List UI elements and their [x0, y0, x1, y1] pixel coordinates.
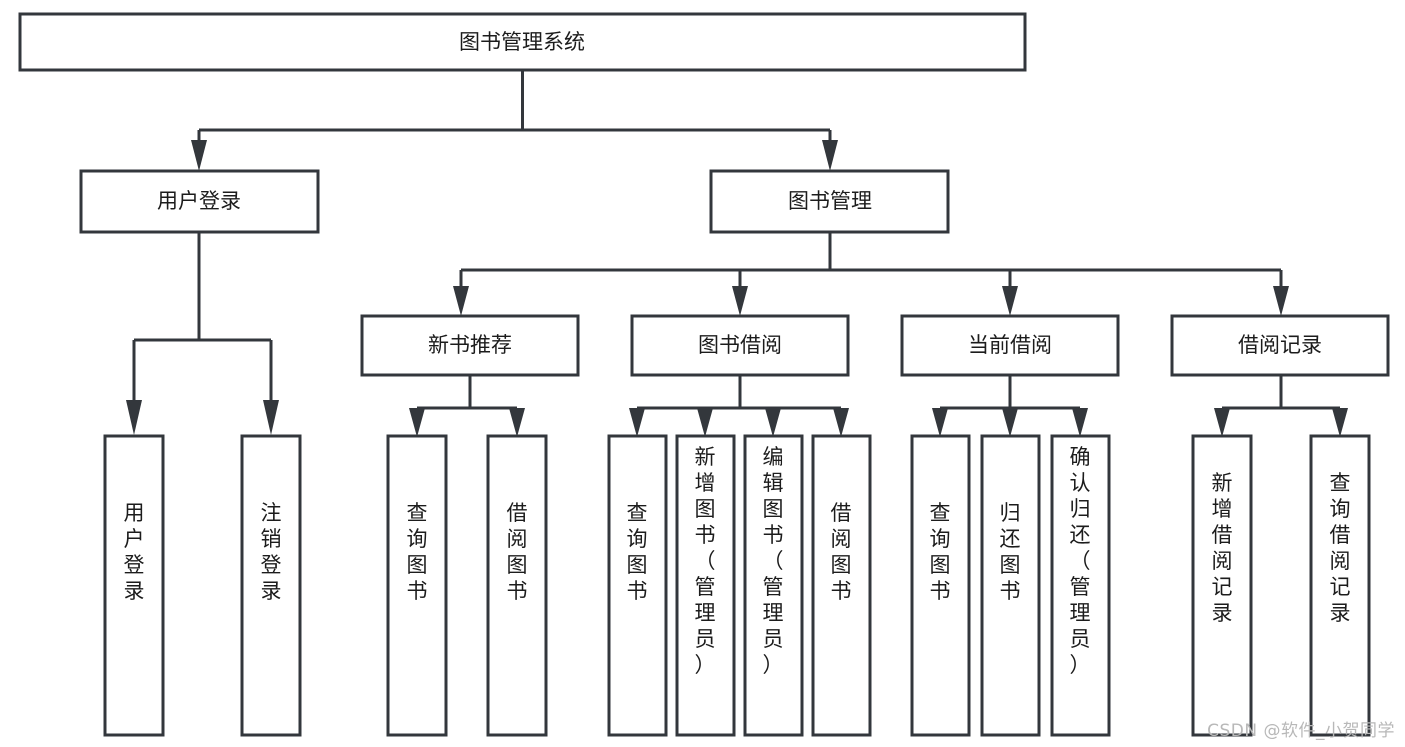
node-leaf-query-book-3-box[interactable]	[910, 434, 971, 737]
arrow-head-icon	[629, 408, 645, 437]
node-leaf-logout[interactable]: 注销登录	[240, 434, 302, 737]
node-leaf-borrow-book-2-box[interactable]	[811, 434, 872, 737]
node-leaf-query-record[interactable]: 查询借阅记录	[1309, 434, 1371, 737]
node-borrow-record[interactable]: 借阅记录	[1170, 314, 1390, 377]
node-leaf-return-book[interactable]: 归还图书	[980, 434, 1041, 737]
node-leaf-edit-book[interactable]: 编辑图书（管理员）	[743, 434, 804, 737]
node-leaf-return-book-label: 归还图书	[1000, 501, 1021, 603]
node-book-manage[interactable]: 图书管理	[709, 169, 950, 234]
node-leaf-edit-book-label: 编辑图书（管理员）	[763, 445, 784, 677]
node-leaf-query-book-3-label: 查询图书	[930, 501, 951, 603]
arrow-head-icon	[697, 408, 713, 437]
node-leaf-query-record-label: 查询借阅记录	[1330, 471, 1351, 625]
arrow-head-icon	[833, 408, 849, 437]
node-current-borrow-box[interactable]	[900, 314, 1120, 377]
node-borrow-record-box[interactable]	[1170, 314, 1390, 377]
node-new-book-rec-box[interactable]	[360, 314, 580, 377]
node-book-borrow-box[interactable]	[630, 314, 850, 377]
arrow-head-icon	[409, 408, 425, 437]
arrow-head-icon	[822, 140, 838, 171]
connector-group-new-book-rec	[409, 375, 525, 437]
node-book-manage-box[interactable]	[709, 169, 950, 234]
node-leaf-query-book-1[interactable]: 查询图书	[386, 434, 448, 737]
node-leaf-query-book-3[interactable]: 查询图书	[910, 434, 971, 737]
node-leaf-confirm-return-label: 确认归还（管理员）	[1070, 445, 1091, 677]
arrow-head-icon	[1002, 286, 1018, 316]
node-user-login-box[interactable]	[79, 169, 320, 234]
arrow-head-icon	[126, 400, 142, 435]
node-leaf-return-book-box[interactable]	[980, 434, 1041, 737]
node-leaf-borrow-book-1[interactable]: 借阅图书	[486, 434, 548, 737]
node-book-borrow-label: 图书借阅	[698, 333, 782, 357]
node-leaf-logout-label: 注销登录	[261, 501, 282, 603]
node-leaf-user-login[interactable]: 用户登录	[103, 434, 165, 737]
node-user-login[interactable]: 用户登录	[79, 169, 320, 234]
node-leaf-borrow-book-2[interactable]: 借阅图书	[811, 434, 872, 737]
connector-group-root	[191, 70, 838, 171]
arrow-head-icon	[453, 286, 469, 316]
node-borrow-record-label: 借阅记录	[1238, 333, 1322, 357]
node-leaf-borrow-book-1-box[interactable]	[486, 434, 548, 737]
node-leaf-query-record-box[interactable]	[1309, 434, 1371, 737]
arrow-head-icon	[263, 400, 279, 435]
node-root-label: 图书管理系统	[459, 30, 585, 54]
connector-group-book-manage	[453, 232, 1289, 316]
arrow-head-icon	[1002, 408, 1018, 437]
node-leaf-add-book-box[interactable]	[675, 434, 736, 737]
node-leaf-user-login-label: 用户登录	[124, 501, 145, 603]
connector-group-borrow-record	[1214, 375, 1348, 437]
node-current-borrow-label: 当前借阅	[968, 333, 1052, 357]
connector-group-user-login	[126, 232, 279, 435]
node-current-borrow[interactable]: 当前借阅	[900, 314, 1120, 377]
node-leaf-add-book-label: 新增图书（管理员）	[695, 445, 716, 677]
node-root-box[interactable]	[18, 12, 1027, 72]
node-book-manage-label: 图书管理	[788, 189, 872, 213]
node-root[interactable]: 图书管理系统	[18, 12, 1027, 72]
node-leaf-add-record-label: 新增借阅记录	[1212, 471, 1233, 625]
node-leaf-add-record-box[interactable]	[1191, 434, 1253, 737]
node-new-book-rec[interactable]: 新书推荐	[360, 314, 580, 377]
node-book-borrow[interactable]: 图书借阅	[630, 314, 850, 377]
node-leaf-add-book[interactable]: 新增图书（管理员）	[675, 434, 736, 737]
arrow-head-icon	[191, 140, 207, 171]
node-leaf-borrow-book-2-label: 借阅图书	[831, 501, 852, 603]
arrow-head-icon	[765, 408, 781, 437]
node-user-login-label: 用户登录	[157, 189, 241, 213]
node-leaf-user-login-box[interactable]	[103, 434, 165, 737]
node-leaf-confirm-return[interactable]: 确认归还（管理员）	[1050, 434, 1111, 737]
arrow-head-icon	[509, 408, 525, 437]
node-leaf-edit-book-box[interactable]	[743, 434, 804, 737]
arrow-head-icon	[1332, 408, 1348, 437]
node-leaf-query-book-2-label: 查询图书	[627, 501, 648, 603]
node-leaf-borrow-book-1-label: 借阅图书	[507, 501, 528, 603]
arrow-head-icon	[1072, 408, 1088, 437]
node-leaf-query-book-1-label: 查询图书	[407, 501, 428, 603]
csdn-watermark: CSDN @软件_小贺同学	[1207, 721, 1395, 741]
arrow-head-icon	[1273, 286, 1289, 316]
arrow-head-icon	[732, 286, 748, 316]
node-new-book-rec-label: 新书推荐	[428, 333, 512, 357]
node-leaf-add-record[interactable]: 新增借阅记录	[1191, 434, 1253, 737]
node-leaf-query-book-2[interactable]: 查询图书	[607, 434, 668, 737]
node-leaf-query-book-2-box[interactable]	[607, 434, 668, 737]
connector-group-book-borrow	[629, 375, 849, 437]
node-leaf-confirm-return-box[interactable]	[1050, 434, 1111, 737]
connector-group-current-borrow	[932, 375, 1088, 437]
arrow-head-icon	[1214, 408, 1230, 437]
node-leaf-logout-box[interactable]	[240, 434, 302, 737]
node-leaf-query-book-1-box[interactable]	[386, 434, 448, 737]
arrow-head-icon	[932, 408, 948, 437]
